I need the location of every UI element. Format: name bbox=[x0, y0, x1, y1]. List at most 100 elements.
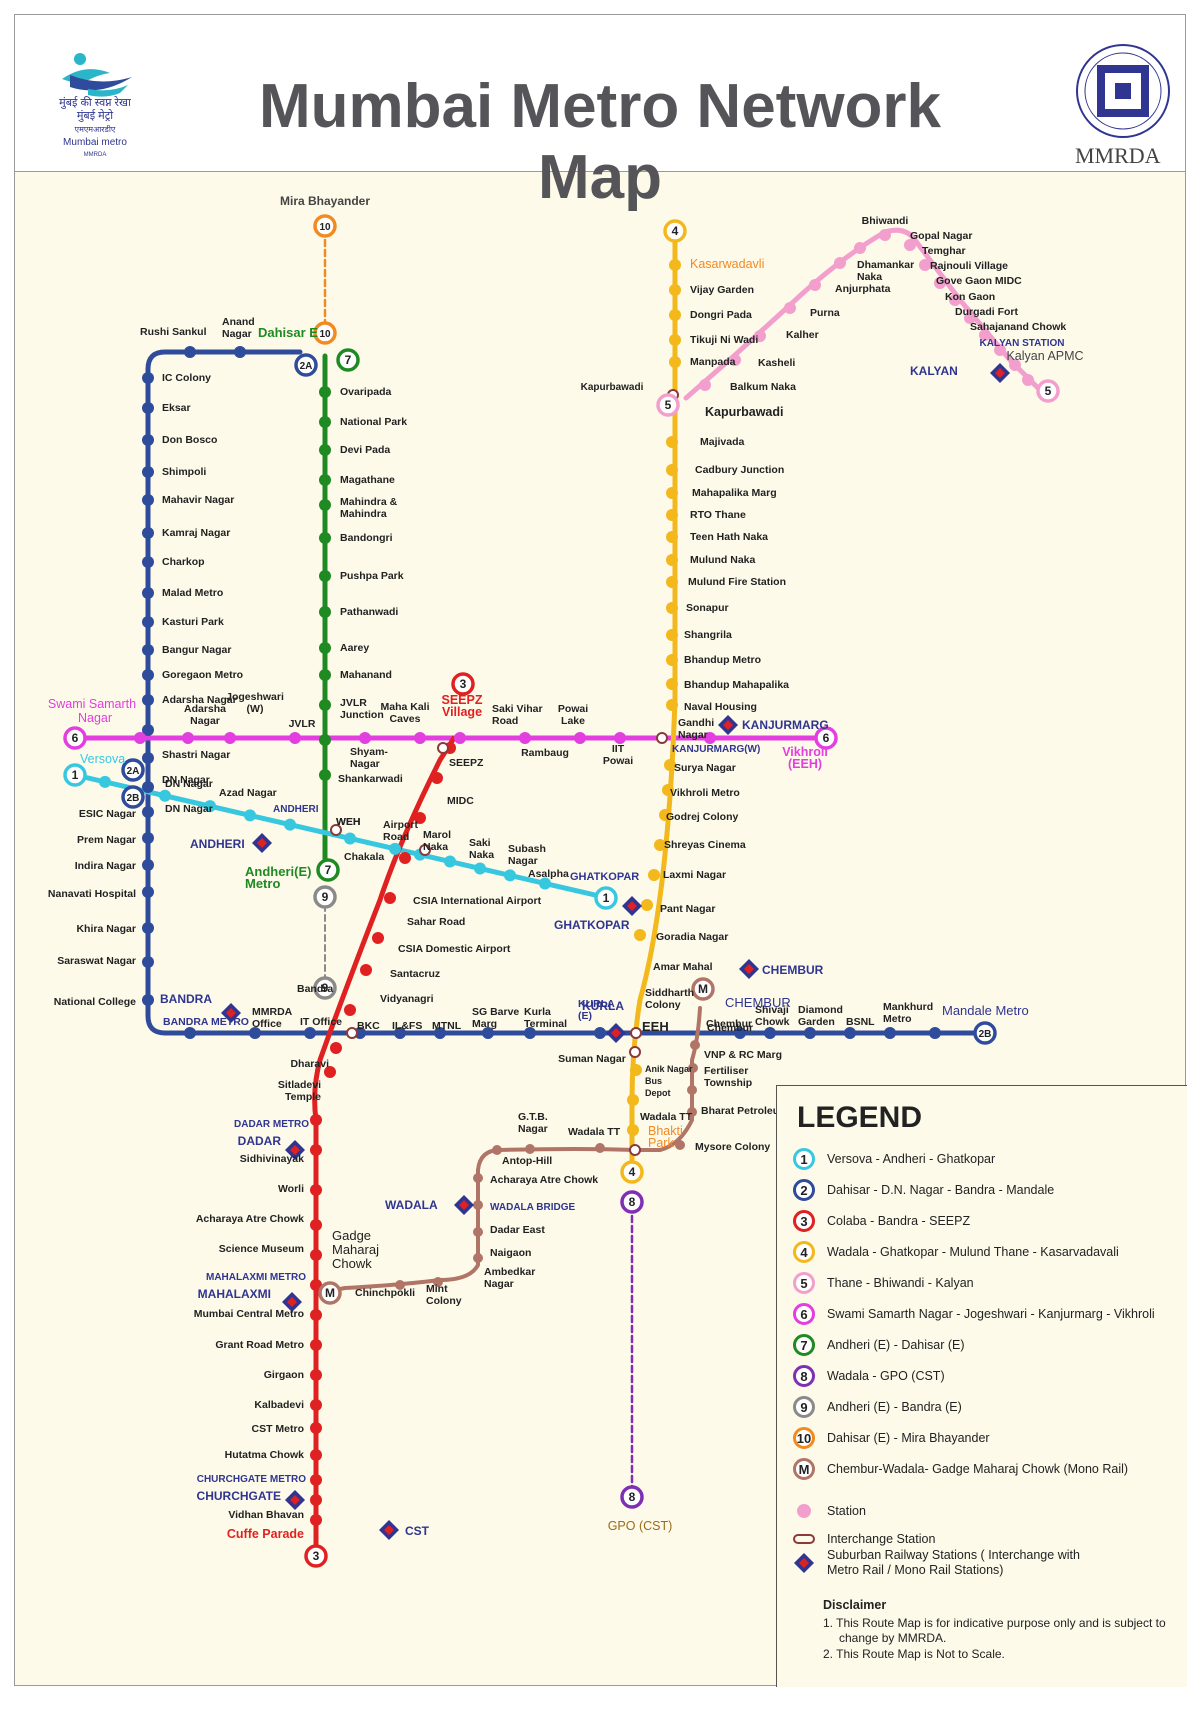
station-label: Balkum Naka bbox=[730, 381, 796, 393]
station-label: Kamraj Nagar bbox=[162, 527, 230, 539]
station-label: Amar Mahal bbox=[653, 961, 713, 973]
station-label: Naka bbox=[469, 849, 494, 861]
line-badge-icon bbox=[294, 353, 318, 377]
station-label: Godrej Colony bbox=[666, 811, 738, 823]
legend-suburban-line1: Suburban Railway Stations ( Interchange … bbox=[827, 1548, 1080, 1562]
station-label: Charkop bbox=[162, 556, 205, 568]
station-dot bbox=[964, 312, 976, 324]
station-label: Goradia Nagar bbox=[656, 931, 728, 943]
line-badge-number: 7 bbox=[345, 353, 352, 367]
station-label: Adarsha Nagar bbox=[162, 694, 237, 706]
station-dot bbox=[319, 669, 331, 681]
line-badge-icon bbox=[620, 1160, 644, 1184]
station-label: Chinchpokli bbox=[355, 1287, 415, 1299]
station-dot bbox=[319, 606, 331, 618]
interchange-station bbox=[330, 824, 342, 836]
line-badge-number: 5 bbox=[1045, 384, 1052, 398]
station-dot bbox=[666, 464, 678, 476]
station-label: Nagar bbox=[350, 758, 380, 770]
station-dot bbox=[310, 1399, 322, 1411]
line-badge-number: M bbox=[325, 1286, 335, 1300]
line-badge-icon bbox=[814, 726, 838, 750]
station-dot bbox=[142, 752, 154, 764]
station-label: Bangur Nagar bbox=[162, 644, 231, 656]
station-label: Mumbai Central Metro bbox=[194, 1308, 304, 1320]
station-label: Antop-Hill bbox=[502, 1155, 552, 1167]
station-label: CST Metro bbox=[252, 1423, 305, 1435]
station-label: VNP & RC Marg bbox=[704, 1049, 782, 1061]
station-label: Sidhivinayak bbox=[240, 1153, 304, 1165]
station-dot bbox=[142, 806, 154, 818]
station-label: Swami Samarth bbox=[48, 697, 136, 711]
station-dot bbox=[641, 899, 653, 911]
station-dot bbox=[666, 509, 678, 521]
line-badge-icon bbox=[594, 886, 618, 910]
station-label: Bandra bbox=[297, 983, 333, 995]
station-label: KURLA bbox=[582, 999, 624, 1013]
railway-chembur-icon bbox=[739, 959, 759, 979]
station-label: Acharaya Atre Chowk bbox=[196, 1213, 304, 1225]
station-dot bbox=[142, 669, 154, 681]
station-label: BSNL bbox=[846, 1016, 875, 1028]
station-label: MAHALAXMI METRO bbox=[206, 1272, 306, 1283]
station-label: SEEPZ bbox=[449, 757, 484, 769]
station-label: Sonapur bbox=[686, 602, 729, 614]
station-label: KALYAN STATION bbox=[979, 338, 1064, 349]
station-dot bbox=[184, 1027, 196, 1039]
station-label-anand-nagar: Nagar bbox=[222, 328, 252, 340]
station-label: SG Barve bbox=[472, 1006, 519, 1018]
railway-dadar-icon bbox=[285, 1140, 305, 1160]
station-label: DADAR bbox=[238, 1134, 282, 1148]
station-dot bbox=[284, 818, 296, 831]
station-label: Azad Nagar bbox=[219, 787, 277, 799]
legend-line-label: Colaba - Bandra - SEEPZ bbox=[827, 1214, 971, 1228]
line-badge-icon bbox=[973, 1021, 997, 1045]
station-label: CHURCHGATE METRO bbox=[197, 1474, 306, 1485]
station-dot bbox=[319, 642, 331, 654]
station-dot bbox=[319, 769, 331, 781]
station-label: KANJURMARG bbox=[742, 718, 829, 732]
station-label: Garden bbox=[798, 1016, 835, 1028]
station-label: Bhakti bbox=[648, 1124, 683, 1138]
station-dot bbox=[473, 1200, 483, 1210]
mmrda-text: MMRDA bbox=[1075, 143, 1161, 168]
station-label: Manpada bbox=[690, 356, 736, 368]
station-label: Kasheli bbox=[758, 357, 795, 369]
station-dot bbox=[666, 654, 678, 666]
monorail-route-a bbox=[633, 1006, 702, 1152]
station-label: Township bbox=[704, 1077, 752, 1089]
station-label: Bus bbox=[645, 1076, 662, 1086]
station-dot bbox=[1022, 374, 1034, 386]
station-dot bbox=[99, 775, 111, 788]
station-label: Nagar bbox=[78, 711, 112, 725]
station-dot bbox=[809, 279, 821, 291]
station-label: CSIA International Airport bbox=[413, 895, 542, 907]
station-label: Mahapalika Marg bbox=[692, 487, 777, 499]
station-dot bbox=[289, 732, 301, 744]
legend-interchange-row: Interchange Station bbox=[793, 1526, 935, 1552]
station-dot bbox=[473, 1227, 483, 1237]
station-label: Depot bbox=[645, 1088, 671, 1098]
station-label: Tikuji Ni Wadi bbox=[690, 334, 758, 346]
line-badge-icon bbox=[313, 885, 337, 909]
station-dot bbox=[929, 1027, 941, 1039]
station-label: Powai bbox=[603, 755, 633, 767]
legend-interchange-label: Interchange Station bbox=[827, 1532, 936, 1546]
station-label: IC Colony bbox=[162, 372, 211, 384]
station-dot bbox=[666, 699, 678, 711]
station-label: Gove Gaon MIDC bbox=[936, 275, 1022, 287]
mumbai-metro-logo bbox=[62, 53, 132, 97]
line-badge-number: 3 bbox=[460, 677, 467, 691]
station-dot bbox=[666, 678, 678, 690]
legend-title: LEGEND bbox=[797, 1101, 923, 1134]
line-badge-icon: 7 bbox=[793, 1334, 815, 1356]
station-label: Gandhi bbox=[678, 717, 714, 729]
station-label: Temghar bbox=[922, 245, 966, 257]
station-label: DN Nagar bbox=[162, 774, 210, 786]
line-badge-icon bbox=[316, 858, 340, 882]
station-dot bbox=[666, 602, 678, 614]
station-label: Vidyanagri bbox=[380, 993, 434, 1005]
